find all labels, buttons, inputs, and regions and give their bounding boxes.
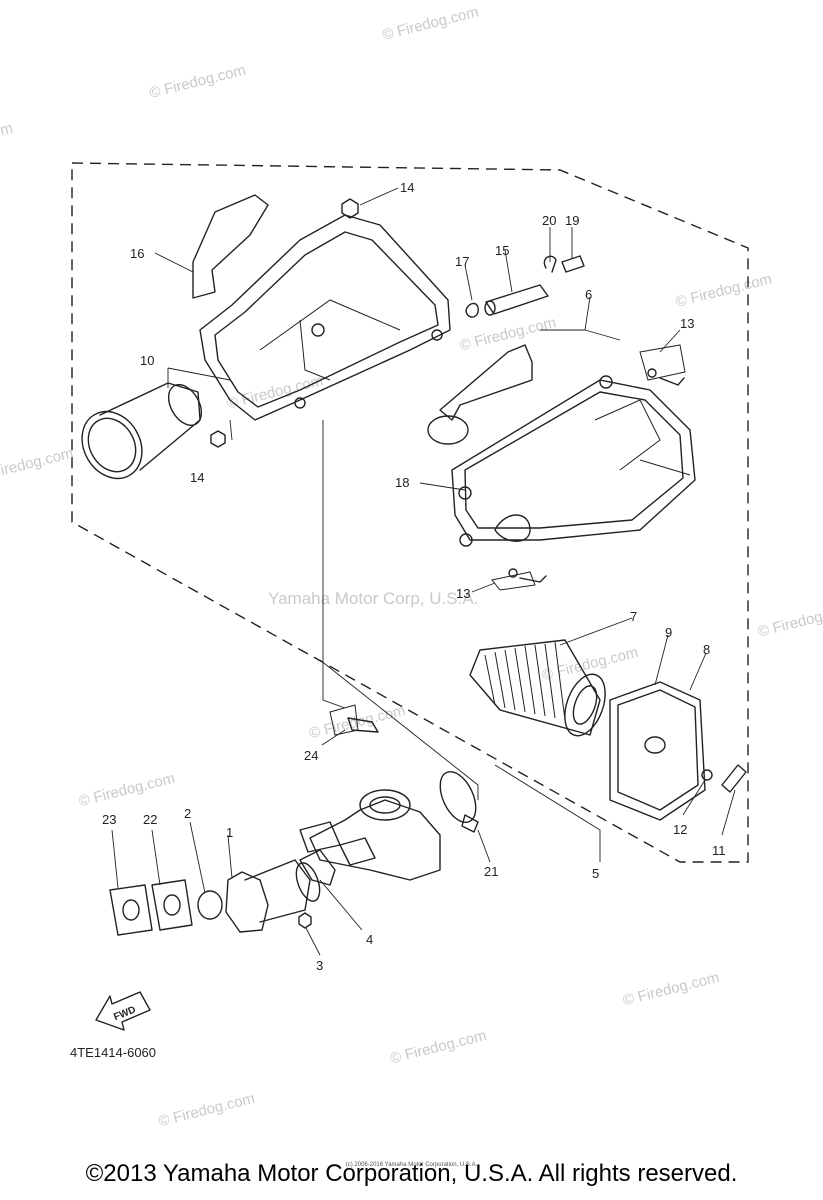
- screw-11: [721, 764, 747, 793]
- callout-2: 2: [184, 806, 191, 821]
- callout-16: 16: [130, 246, 144, 261]
- copyright-footer: ©2013 Yamaha Motor Corporation, U.S.A. A…: [85, 1160, 738, 1187]
- callout-11: 11: [712, 843, 726, 858]
- callout-5: 5: [592, 866, 599, 881]
- o-ring-2: [197, 890, 223, 920]
- callout-15: 15: [495, 243, 509, 258]
- washer-12: [701, 769, 713, 781]
- intake-funnel: [81, 382, 203, 480]
- end-cover: [609, 681, 706, 821]
- breather-pipe: [484, 284, 549, 316]
- callout-1: 1: [226, 825, 233, 840]
- nut-lower: [210, 430, 226, 448]
- callout-20: 20: [542, 213, 556, 228]
- air-box-case: [199, 214, 451, 421]
- clip-20: [543, 255, 557, 273]
- callout-18: 18: [395, 475, 409, 490]
- callout-12: 12: [673, 822, 687, 837]
- callout-14-upper: 14: [400, 180, 414, 195]
- watermark-site: © Firedog.com: [388, 1027, 488, 1067]
- intake-manifold: [225, 859, 321, 933]
- clamp-screw: [461, 814, 479, 833]
- watermark-site: © Firedog.com: [77, 770, 177, 810]
- nut-top: [341, 198, 359, 219]
- callouts: 1 2 3 4 5 6 7 8 9 10 11 12 13 13 14 14 1…: [102, 180, 726, 973]
- callout-14-lower: 14: [190, 470, 204, 485]
- callout-7: 7: [630, 609, 637, 624]
- screw-24: [329, 704, 379, 736]
- screw-13-upper: [639, 344, 686, 386]
- assembly-boundary: [71, 162, 749, 863]
- watermark-site: © Firedog.com: [0, 445, 75, 485]
- watermark-site: © Firedog.com: [674, 270, 774, 310]
- clamp-band: [439, 771, 477, 823]
- watermark-site: © Firedog.com: [157, 1090, 257, 1130]
- callout-22: 22: [143, 812, 157, 827]
- callout-13-lower: 13: [456, 586, 470, 601]
- filter-element: [469, 639, 606, 737]
- callout-19: 19: [565, 213, 579, 228]
- watermark-site: © Firedog.com: [621, 969, 721, 1009]
- watermark-site: © Firedog.com: [756, 600, 823, 640]
- watermark-brand: Yamaha Motor Corp, U.S.A.: [268, 589, 478, 608]
- screw-13-lower: [491, 568, 547, 591]
- watermark-site: © Firedog.com: [540, 644, 640, 684]
- watermark-site: © Firedog.com: [458, 314, 558, 354]
- plug-19: [561, 255, 585, 273]
- callout-21: 21: [484, 864, 498, 879]
- callout-13-upper: 13: [680, 316, 694, 331]
- watermark-site: © Firedog.com: [381, 4, 481, 44]
- callout-6: 6: [585, 287, 592, 302]
- leader-lines: [111, 187, 736, 956]
- callout-17: 17: [455, 254, 469, 269]
- gasket-23: [109, 884, 153, 936]
- filter-case: [427, 344, 696, 547]
- clamp-4: [299, 849, 336, 886]
- hose-clip: [465, 302, 479, 318]
- air-guide-plate: [192, 194, 269, 299]
- callout-24: 24: [304, 748, 318, 763]
- callout-4: 4: [366, 932, 373, 947]
- callout-3: 3: [316, 958, 323, 973]
- carburetor: [299, 789, 441, 881]
- callout-9: 9: [665, 625, 672, 640]
- fwd-arrow-icon: FWD: [95, 991, 151, 1031]
- callout-8: 8: [703, 642, 710, 657]
- callout-23: 23: [102, 812, 116, 827]
- watermark-site: © Firedog.com: [225, 372, 325, 412]
- diagram-code: 4TE1414-6060: [70, 1045, 156, 1060]
- callout-10: 10: [140, 353, 154, 368]
- watermark-layer: © Firedog.com © Firedog.com © Firedog.co…: [0, 4, 823, 1131]
- tiny-copyright-note: (c) 2006-2016 Yamaha Motor Corporation, …: [345, 1162, 478, 1168]
- nut-3: [298, 912, 312, 929]
- gasket-22: [151, 879, 193, 931]
- watermark-site: © Firedog.com: [0, 120, 15, 160]
- watermark-site: © Firedog.com: [148, 62, 248, 102]
